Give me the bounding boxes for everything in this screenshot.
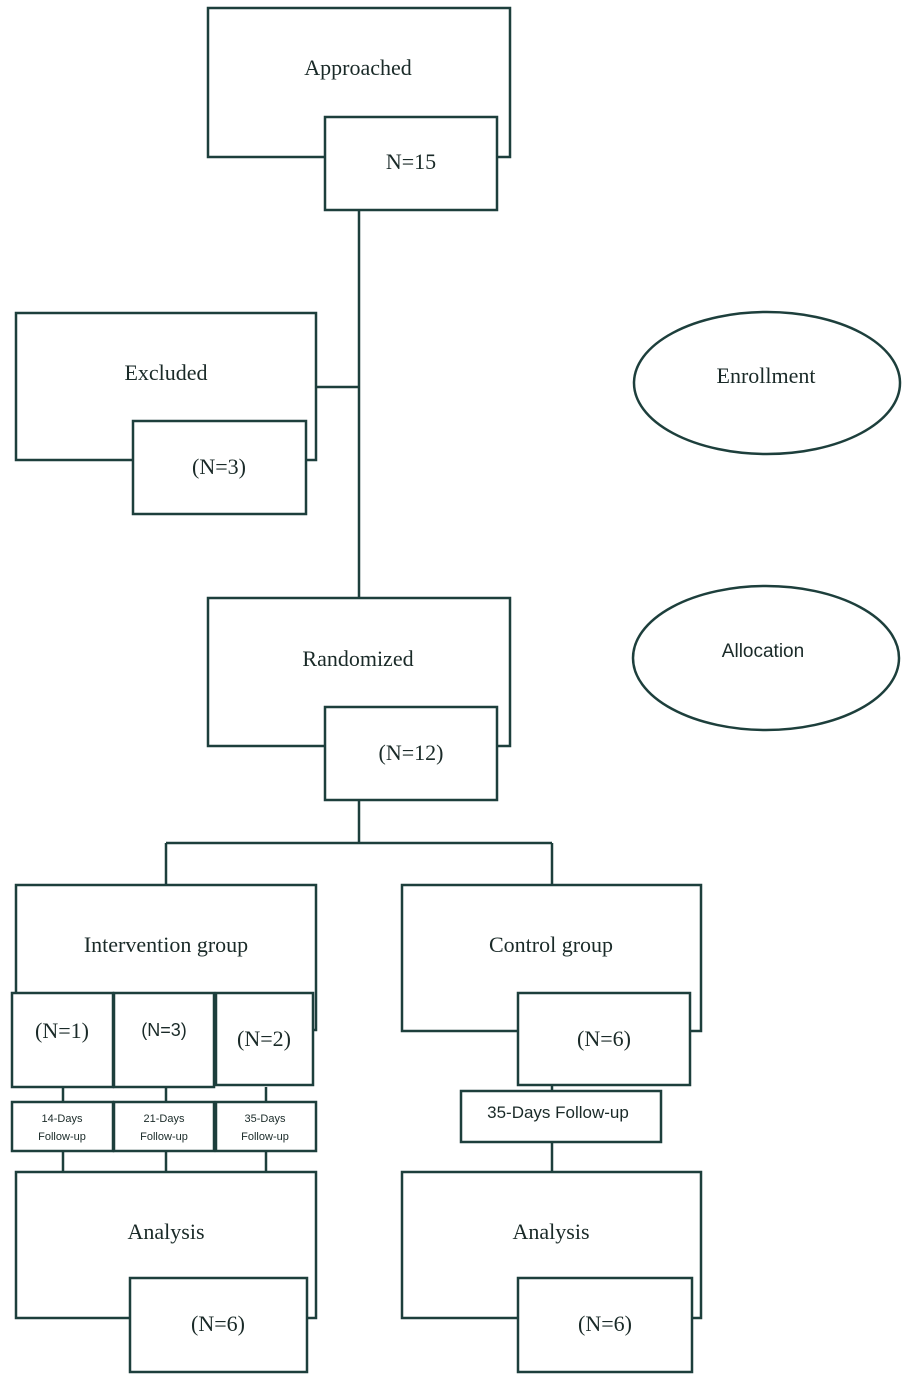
followup-35-line2: Follow-up — [241, 1131, 289, 1143]
intervention-subgroup-1-box — [10, 991, 115, 1089]
excluded-label: Excluded — [124, 360, 207, 385]
followup-14-line2: Follow-up — [38, 1131, 86, 1143]
approached-count-box — [323, 115, 499, 212]
followup-35-line1: 35-Days — [245, 1113, 286, 1125]
excluded-count-box — [131, 419, 308, 516]
followup-14-box — [10, 1100, 115, 1153]
connectors — [61, 210, 554, 1172]
excluded-node: Excluded (N=3) — [14, 311, 318, 516]
randomized-node: Randomized (N=12) — [206, 596, 512, 802]
followup-21-line2: Follow-up — [140, 1131, 188, 1143]
intervention-analysis-count-box — [128, 1276, 309, 1374]
control-analysis-count-box — [516, 1276, 694, 1374]
allocation-ellipse — [631, 584, 901, 732]
control-analysis-count: (N=6) — [578, 1311, 632, 1336]
intervention-subgroup-2-box — [112, 991, 216, 1089]
control-analysis-label: Analysis — [513, 1219, 590, 1244]
approached-label: Approached — [304, 55, 412, 80]
intervention-label: Intervention group — [84, 932, 248, 957]
randomized-count: (N=12) — [379, 740, 444, 765]
control-label: Control group — [489, 932, 613, 957]
followup-14-line1: 14-Days — [42, 1113, 83, 1125]
approached-count: N=15 — [386, 149, 436, 174]
control-count: (N=6) — [577, 1026, 631, 1051]
control-followup-box — [459, 1089, 663, 1144]
control-analysis-node: Analysis (N=6) — [400, 1170, 703, 1374]
randomized-label: Randomized — [302, 646, 413, 671]
intervention-subgroup-3-box — [214, 991, 315, 1087]
control-count-box — [516, 991, 692, 1087]
intervention-analysis-node: Analysis (N=6) — [14, 1170, 318, 1374]
excluded-count: (N=3) — [192, 454, 246, 479]
intervention-subgroup-3-count: (N=2) — [237, 1026, 291, 1051]
followup-21-box — [112, 1100, 216, 1153]
intervention-analysis-count: (N=6) — [191, 1311, 245, 1336]
followup-21-line1: 21-Days — [144, 1113, 185, 1125]
allocation-label: Allocation — [722, 641, 804, 662]
enrollment-phase: Enrollment — [632, 310, 902, 456]
intervention-node: Intervention group (N=1) (N=3) (N=2) 14-… — [10, 883, 318, 1153]
enrollment-label: Enrollment — [717, 363, 816, 388]
intervention-analysis-label: Analysis — [128, 1219, 205, 1244]
enrollment-ellipse — [632, 310, 902, 456]
intervention-subgroup-2-count: (N=3) — [141, 1020, 187, 1040]
approached-node: Approached N=15 — [206, 6, 512, 212]
control-node: Control group (N=6) 35-Days Follow-up — [400, 883, 703, 1144]
intervention-subgroup-1-count: (N=1) — [35, 1018, 89, 1043]
control-followup-label: 35-Days Follow-up — [487, 1103, 629, 1122]
allocation-phase: Allocation — [631, 584, 901, 732]
followup-35-box — [214, 1100, 318, 1153]
randomized-count-box — [323, 705, 499, 802]
